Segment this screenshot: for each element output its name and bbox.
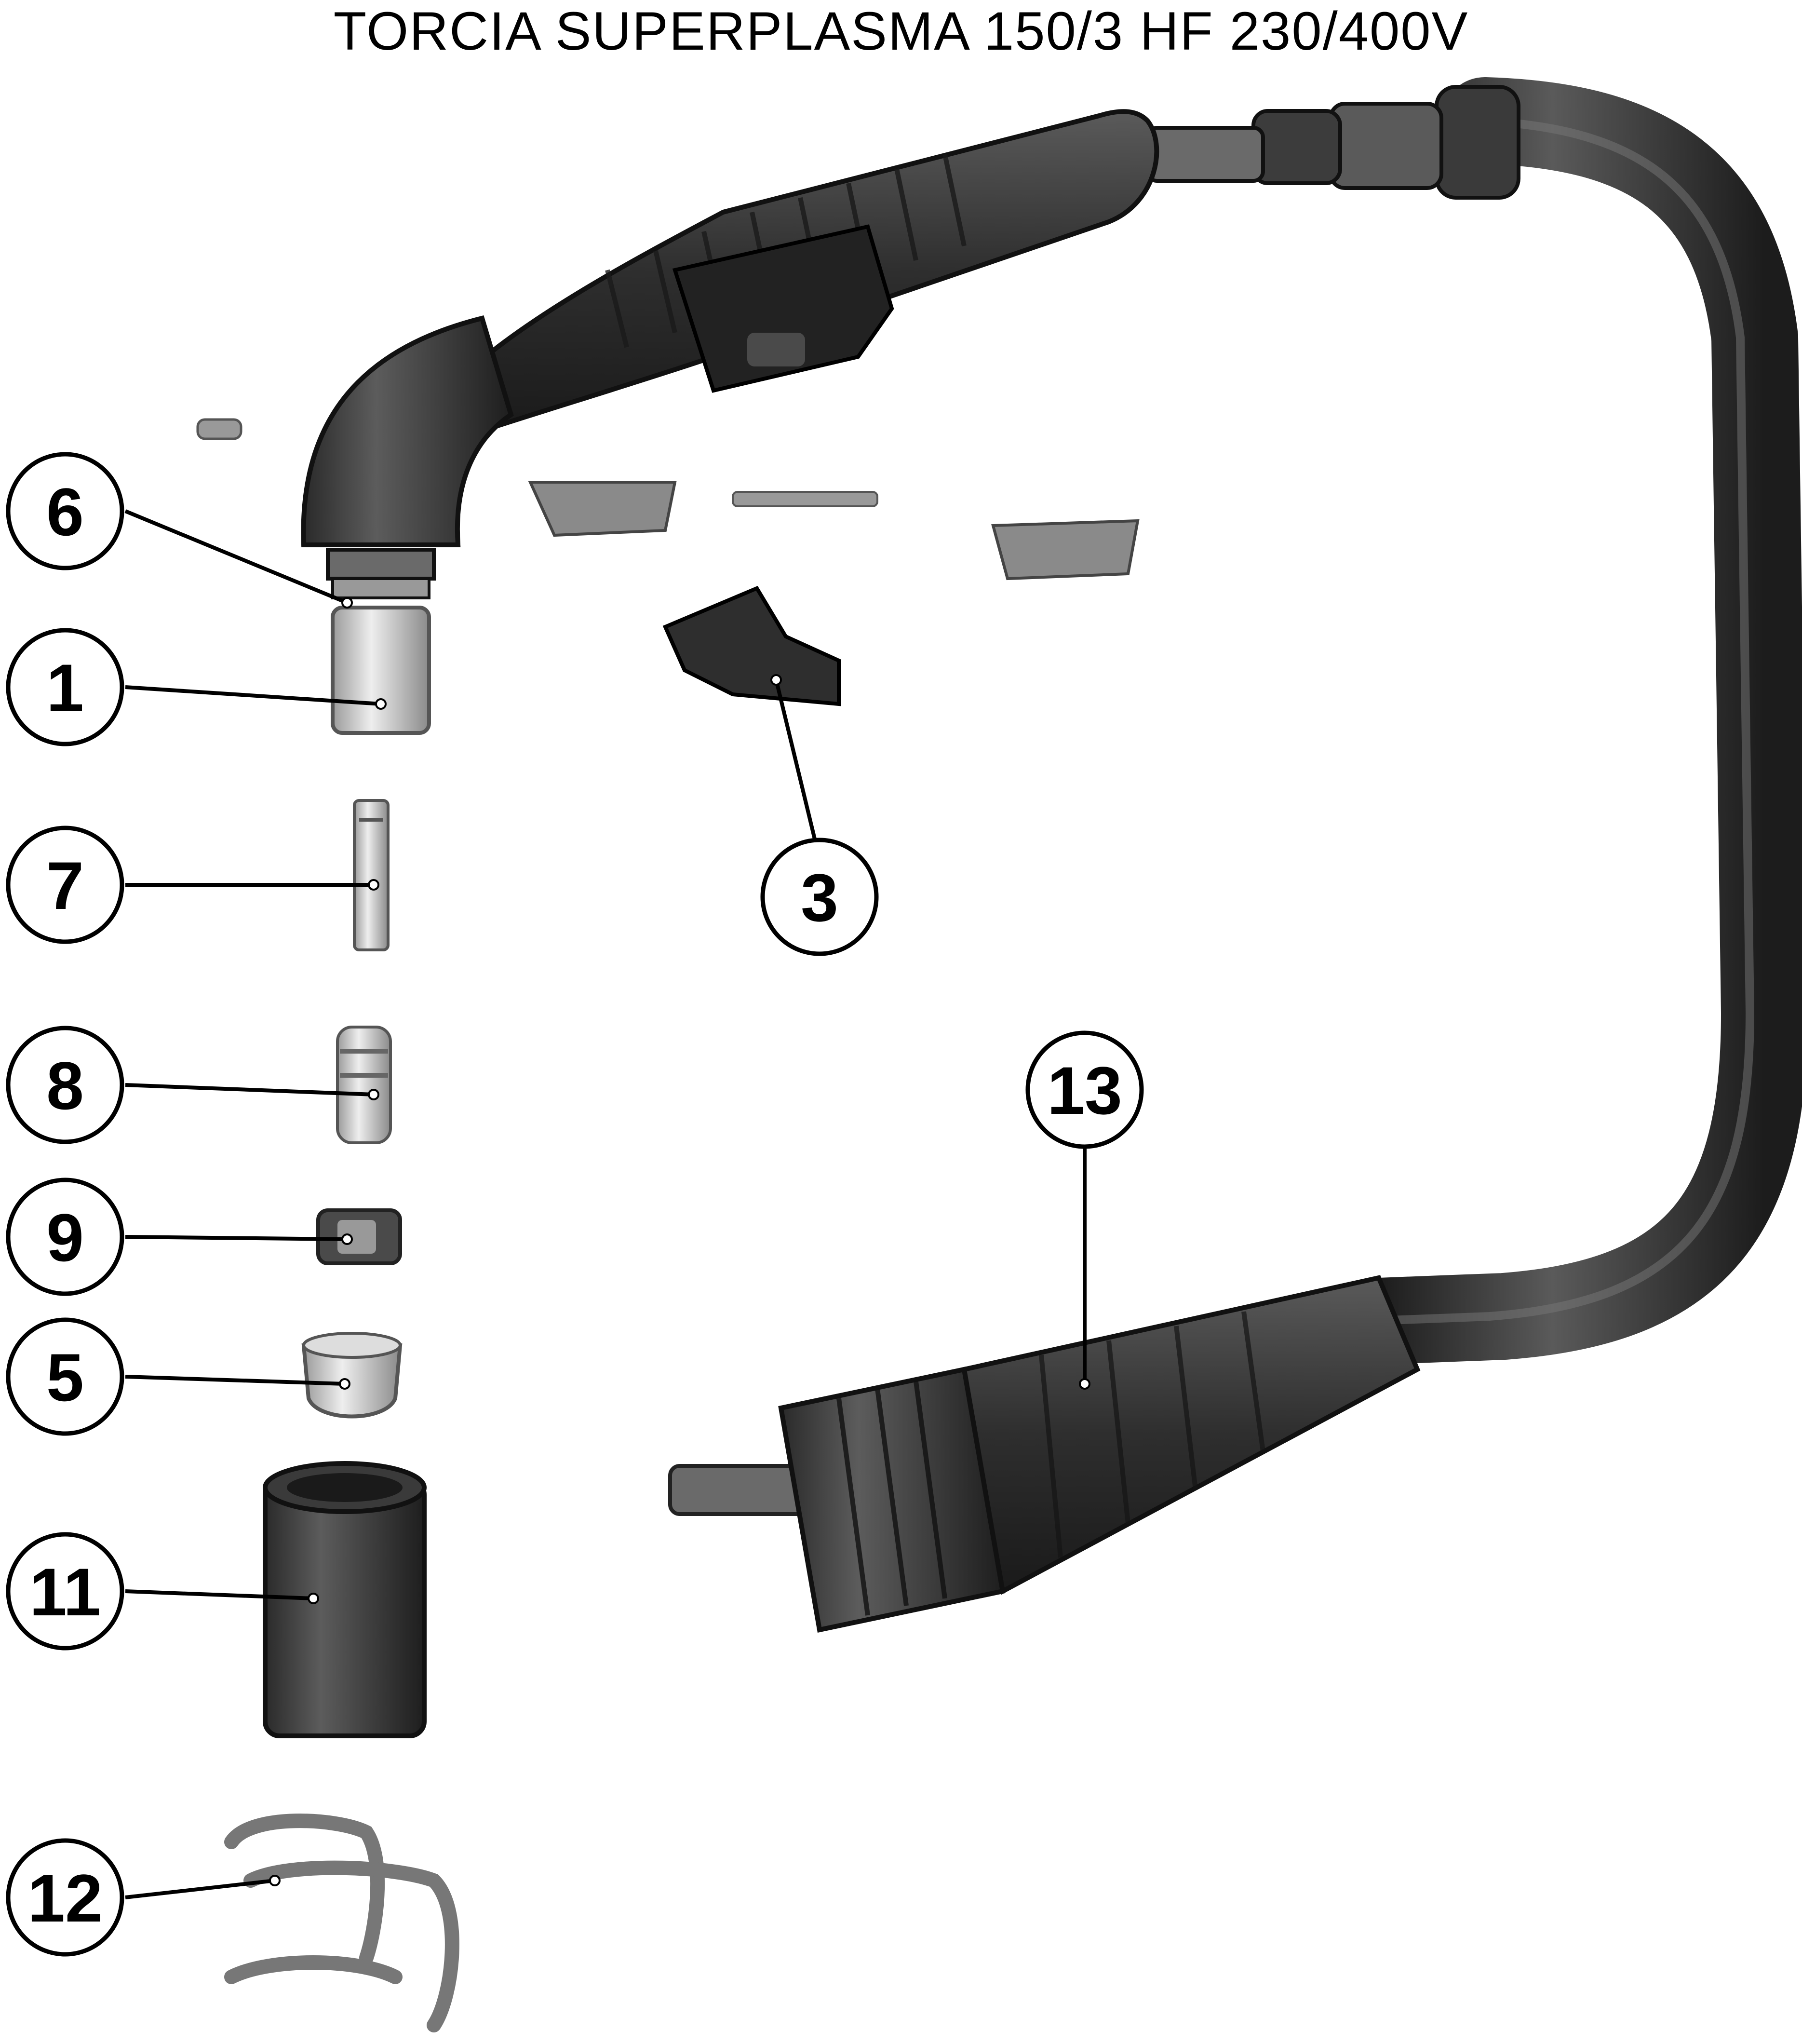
part-11-outer-nozzle (263, 1461, 427, 1738)
callout-13: 13 (1025, 1030, 1144, 1149)
svg-text:11: 11 (29, 1554, 101, 1630)
torch-head-neck (301, 315, 514, 547)
hose-ferrule (1435, 85, 1520, 200)
callout-1: 1 (6, 628, 124, 746)
leader-lines (124, 509, 1087, 1899)
svg-text:5: 5 (46, 1340, 84, 1415)
svg-text:6: 6 (46, 474, 84, 550)
part-9-tip (316, 1208, 402, 1265)
part-5-shield (301, 1332, 403, 1419)
callout-9: 9 (6, 1178, 124, 1296)
diagram-title: TORCIA SUPERPLASMA 150/3 HF 230/400V (333, 1, 1469, 61)
leader-3 (774, 679, 817, 839)
torch-body (301, 77, 1802, 1365)
leader-12 (125, 1879, 275, 1899)
svg-text:3: 3 (801, 860, 838, 935)
leader-9 (125, 1235, 348, 1241)
leader-6 (124, 509, 348, 605)
handle-half-right (991, 519, 1140, 581)
callout-12: 12 (6, 1838, 124, 1957)
part-3-trigger (662, 585, 841, 706)
handle-wire-strip (732, 491, 878, 507)
leader-11 (125, 1589, 314, 1600)
trigger-housing (672, 224, 894, 393)
small-screw (196, 418, 242, 440)
torch-hose (1335, 77, 1802, 1365)
part-1-cup (331, 606, 431, 735)
leader-1 (125, 685, 381, 706)
svg-text:8: 8 (46, 1048, 84, 1124)
svg-text:13: 13 (1047, 1053, 1122, 1128)
svg-text:12: 12 (27, 1860, 103, 1936)
callout-8: 8 (6, 1026, 124, 1144)
svg-text:7: 7 (46, 848, 84, 923)
svg-text:9: 9 (46, 1200, 84, 1275)
callout-11: 11 (6, 1532, 124, 1651)
part-12-spacer (224, 1814, 459, 2032)
callout-7: 7 (6, 826, 124, 944)
part-13-connector (668, 1275, 1421, 1633)
part-7-electrode (353, 799, 390, 951)
callout-5: 5 (6, 1317, 124, 1436)
callout-6: 6 (6, 452, 124, 570)
leader-8 (125, 1083, 374, 1096)
svg-text:1: 1 (46, 650, 84, 726)
callout-3: 3 (760, 838, 879, 956)
leader-5 (125, 1375, 345, 1386)
part-8-swirl-ring (336, 1026, 392, 1144)
handle-half-left (528, 481, 677, 537)
